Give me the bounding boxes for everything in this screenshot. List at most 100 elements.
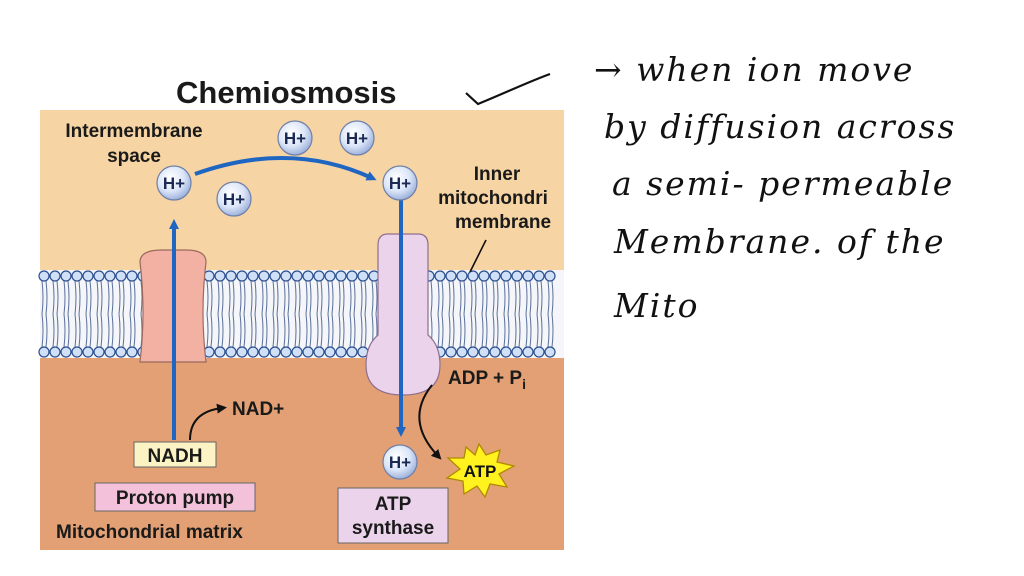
lipid-tail [217,280,220,315]
lipid-tail [276,280,279,315]
lipid-tail [327,313,330,348]
atp-label: ATP [464,462,497,481]
lipid-tail [463,313,466,348]
lipid-tail [63,313,66,348]
membrane-pointer-line [469,239,487,273]
intermembrane-label: Intermembrane [65,121,202,142]
lipid-tail [485,313,488,348]
lipid-tail [364,280,367,315]
lipid-head [115,270,127,282]
lipid-head [71,270,83,282]
lipid-tail [448,313,451,348]
lipid-tail [45,280,48,315]
lipid-tail [96,313,99,348]
lipid-tail [309,313,312,348]
lipid-head [533,346,545,358]
lipid-tail [265,313,268,348]
lipid-head [456,270,468,282]
lipid-tail [118,313,121,348]
lipid-head [214,346,226,358]
lipid-tail [437,280,440,315]
lipid-tail [85,280,88,315]
atp-synthase-label: ATP [375,494,412,515]
lipid-head [302,346,314,358]
lipid-head [247,346,259,358]
lipid-head [126,346,138,358]
proton-ion: H+ [156,165,192,201]
lipid-tail [514,280,517,315]
lipid-tail [481,280,484,315]
lipid-tail [551,280,554,315]
lipid-tail [41,313,44,348]
lipid-tail [85,313,88,348]
proton-ion: H+ [216,181,252,217]
lipid-tail [89,280,92,315]
lipid-head [214,270,226,282]
lipid-tail [294,280,297,315]
lipid-tail [63,280,66,315]
lipid-tail [232,280,235,315]
lipid-head [467,346,479,358]
lipid-tail [107,280,110,315]
lipid-tail [551,313,554,348]
lipid-head [291,270,303,282]
lipid-head [280,270,292,282]
lipid-head [511,346,523,358]
nad-label: NAD+ [232,399,284,420]
proton-gradient-arrow [194,156,377,181]
lipid-tail [536,313,539,348]
lipid-tail [250,280,253,315]
lipid-tail [525,313,528,348]
lipid-head [126,270,138,282]
lipid-tail [327,280,330,315]
lipid-tail [353,313,356,348]
lipid-head [324,270,336,282]
lipid-head [60,270,72,282]
inner-membrane-label: mitochondri [438,188,548,209]
lipid-head [115,346,127,358]
lipid-head [335,270,347,282]
lipid-tail [503,280,506,315]
lipid-head [324,346,336,358]
lipid-tail [349,280,352,315]
lipid-tail [481,313,484,348]
lipid-tail [459,280,462,315]
lipid-tail [529,313,532,348]
lipid-tail [375,280,378,315]
lipid-tail [45,313,48,348]
lipid-tail [74,280,77,315]
nadh-box [133,441,217,468]
lipid-tail [547,280,550,315]
lipid-head [500,346,512,358]
lipid-head [38,346,50,358]
lipid-head [533,270,545,282]
lipid-head [236,346,248,358]
note-line: a semi- permeable [612,164,954,203]
lipid-head [38,270,50,282]
lipid-tail [78,313,81,348]
lipid-head [313,346,325,358]
note-line: by diffusion across [604,107,956,146]
svg-text:H+: H+ [284,129,306,148]
lipid-tail [294,313,297,348]
lipid-tail [254,280,257,315]
lipid-tail [331,280,334,315]
lipid-tail [89,313,92,348]
lipid-tail [217,313,220,348]
lipid-tail [437,313,440,348]
lipid-tail [122,313,125,348]
lipid-tail [474,313,477,348]
proton-ion: H+ [277,120,313,156]
membrane-band [40,270,564,358]
lipid-tail [320,313,323,348]
lipid-tail [67,313,70,348]
lipid-tail [140,280,143,315]
lipid-tail [518,313,521,348]
lipid-tail [448,280,451,315]
lipid-tail [342,280,345,315]
lipid-tail [298,313,301,348]
lipid-tail [507,313,510,348]
lipid-tail [518,280,521,315]
lipid-tail [265,280,268,315]
lipid-tail [338,313,341,348]
